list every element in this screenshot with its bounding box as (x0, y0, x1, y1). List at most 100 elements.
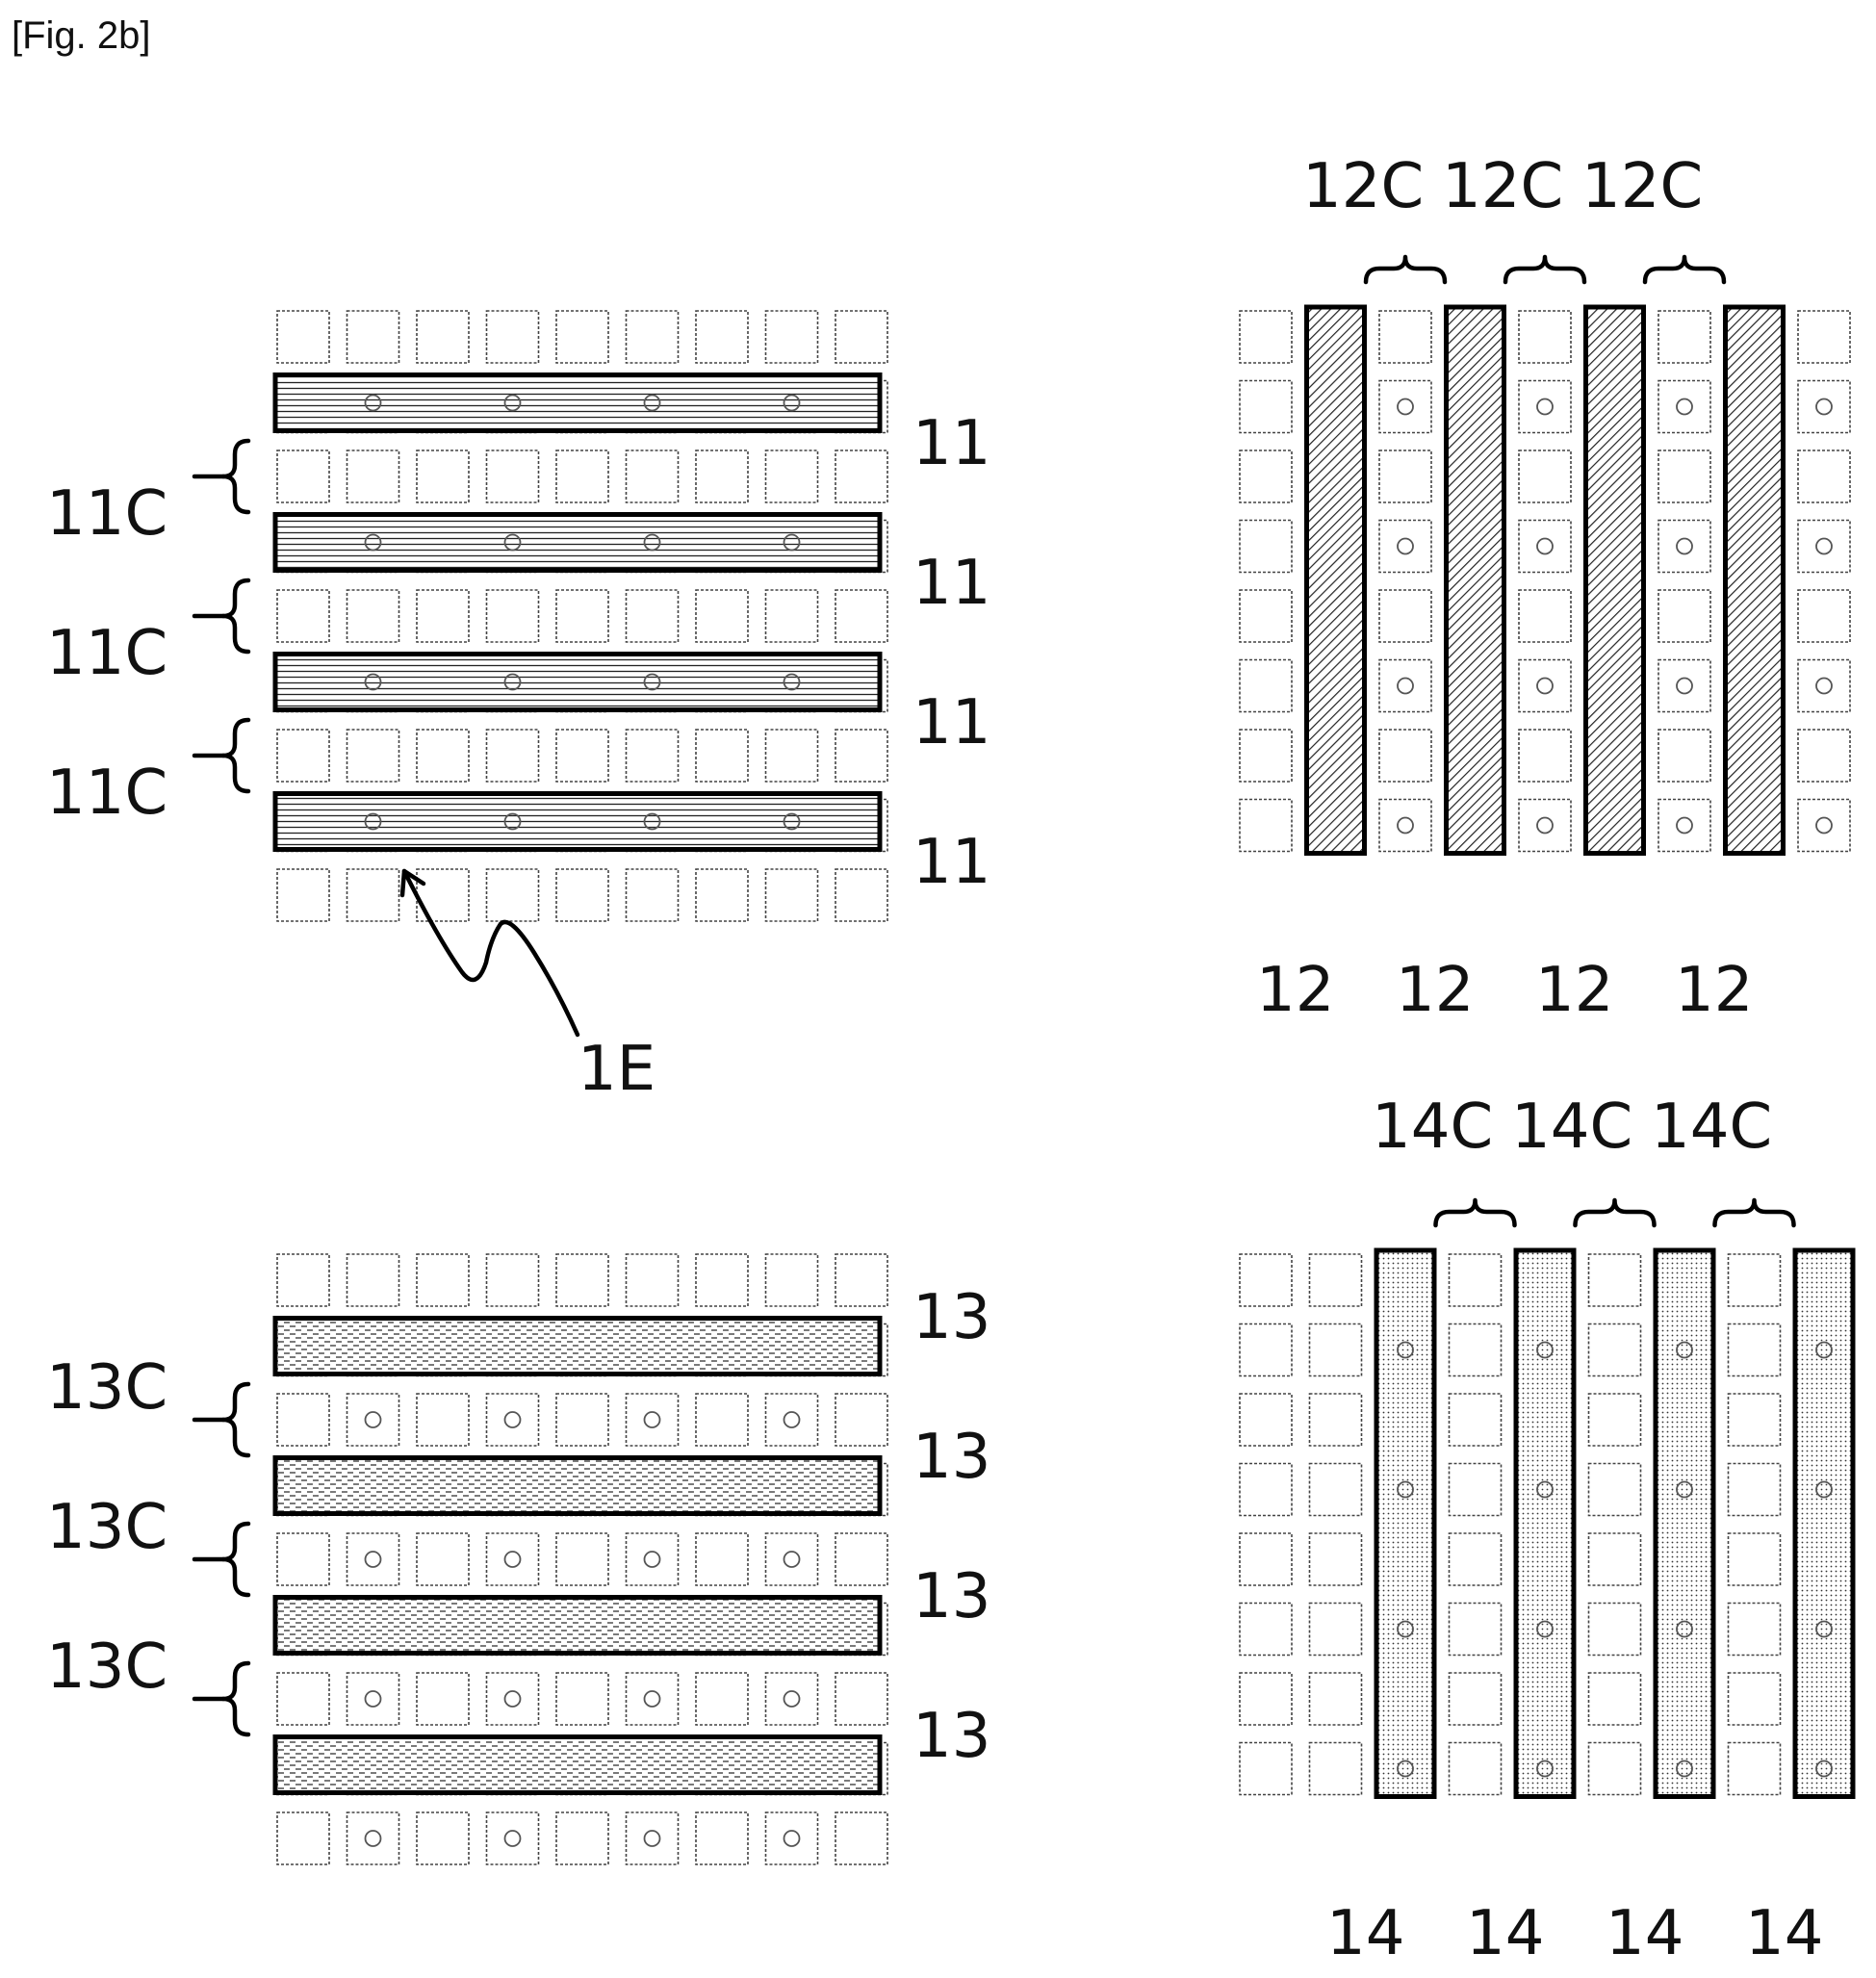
grid-cell (627, 730, 679, 782)
grid-cell (696, 1812, 748, 1864)
grid-cell (277, 1533, 329, 1585)
gap-label-11c: 11C (46, 758, 167, 829)
grid-cell (766, 1533, 818, 1585)
strip-13 (275, 1319, 880, 1374)
grid-cell (556, 450, 608, 502)
strip-label-11: 11 (912, 408, 990, 479)
grid-cell (696, 1673, 748, 1725)
grid-cell (1798, 800, 1850, 852)
grid-cell (1658, 450, 1710, 502)
strip-14 (1376, 1250, 1434, 1797)
grid-cell (277, 311, 329, 363)
grid-cell (627, 311, 679, 363)
grid-cell (556, 311, 608, 363)
gap-label-14c: 14C (1372, 1092, 1493, 1163)
grid-cell (417, 1254, 469, 1306)
grid-cell (835, 311, 887, 363)
grid-cell (1240, 1464, 1292, 1516)
grid-cell (487, 450, 539, 502)
grid-cell (417, 1673, 469, 1725)
panel-c (194, 1254, 887, 1864)
grid-cell (627, 450, 679, 502)
grid-cell (277, 1673, 329, 1725)
grid-cell (766, 450, 818, 502)
gap-brace (223, 720, 248, 791)
grid-cell (1589, 1464, 1641, 1516)
grid-cell (1450, 1394, 1502, 1446)
grid-cell (1798, 590, 1850, 642)
grid-cell (1379, 590, 1431, 642)
gap-brace (223, 1663, 248, 1734)
grid-cell (277, 1394, 329, 1446)
grid-cell (1240, 590, 1292, 642)
grid-cell (627, 1533, 679, 1585)
grid-cell (1310, 1533, 1362, 1585)
strip-12 (1726, 307, 1784, 854)
grid-cell (1589, 1254, 1641, 1306)
grid-cell (1519, 660, 1571, 712)
gap-label-13c: 13C (46, 1352, 167, 1424)
grid-cell (417, 450, 469, 502)
grid-cell (1589, 1324, 1641, 1376)
grid-cell (1240, 381, 1292, 433)
grid-cell (347, 450, 399, 502)
grid-cell (417, 1394, 469, 1446)
grid-cell (627, 869, 679, 921)
grid-cell (1310, 1324, 1362, 1376)
grid-cell (1729, 1464, 1781, 1516)
grid-cell (1450, 1533, 1502, 1585)
gap-brace (1645, 257, 1724, 282)
grid-cell (1240, 1604, 1292, 1656)
grid-cell (627, 1394, 679, 1446)
grid-cell (1519, 450, 1571, 502)
grid-cell (1589, 1673, 1641, 1725)
grid-cell (347, 1254, 399, 1306)
strip-label-12: 12 (1535, 955, 1613, 1026)
grid-cell (696, 730, 748, 782)
grid-cell (835, 1394, 887, 1446)
grid-cell (1519, 800, 1571, 852)
panel-d (1240, 1200, 1853, 1797)
grid-cell (1798, 521, 1850, 573)
grid-cell (1519, 521, 1571, 573)
grid-cell (835, 1254, 887, 1306)
grid-cell (766, 1394, 818, 1446)
strip-label-14: 14 (1326, 1898, 1404, 1969)
grid-cell (1379, 800, 1431, 852)
grid-cell (766, 869, 818, 921)
strip-13 (275, 1737, 880, 1793)
grid-cell (1798, 450, 1850, 502)
grid-cell (1658, 311, 1710, 363)
grid-cell (1519, 311, 1571, 363)
gap-brace (1366, 257, 1445, 282)
gap-brace (1505, 257, 1584, 282)
panel-b (1240, 257, 1850, 854)
grid-cell (277, 1812, 329, 1864)
grid-cell (1450, 1324, 1502, 1376)
grid-cell (1519, 590, 1571, 642)
grid-cell (1450, 1743, 1502, 1795)
grid-cell (627, 1254, 679, 1306)
grid-cell (347, 869, 399, 921)
grid-cell (1240, 1324, 1292, 1376)
grid-cell (1519, 730, 1571, 782)
gap-label-11c: 11C (46, 478, 167, 550)
grid-cell (1658, 381, 1710, 433)
grid-cell (1729, 1604, 1781, 1656)
grid-cell (835, 730, 887, 782)
grid-cell (766, 1812, 818, 1864)
grid-cell (556, 730, 608, 782)
grid-cell (556, 869, 608, 921)
grid-cell (766, 1673, 818, 1725)
grid-cell (1379, 730, 1431, 782)
grid-cell (1729, 1743, 1781, 1795)
strip-label-11: 11 (912, 687, 990, 758)
grid-cell (1589, 1394, 1641, 1446)
grid-cell (1310, 1604, 1362, 1656)
grid-cell (1658, 660, 1710, 712)
grid-cell (347, 590, 399, 642)
strip-label-11: 11 (912, 548, 990, 619)
strip-label-12: 12 (1396, 955, 1474, 1026)
grid-cell (277, 450, 329, 502)
